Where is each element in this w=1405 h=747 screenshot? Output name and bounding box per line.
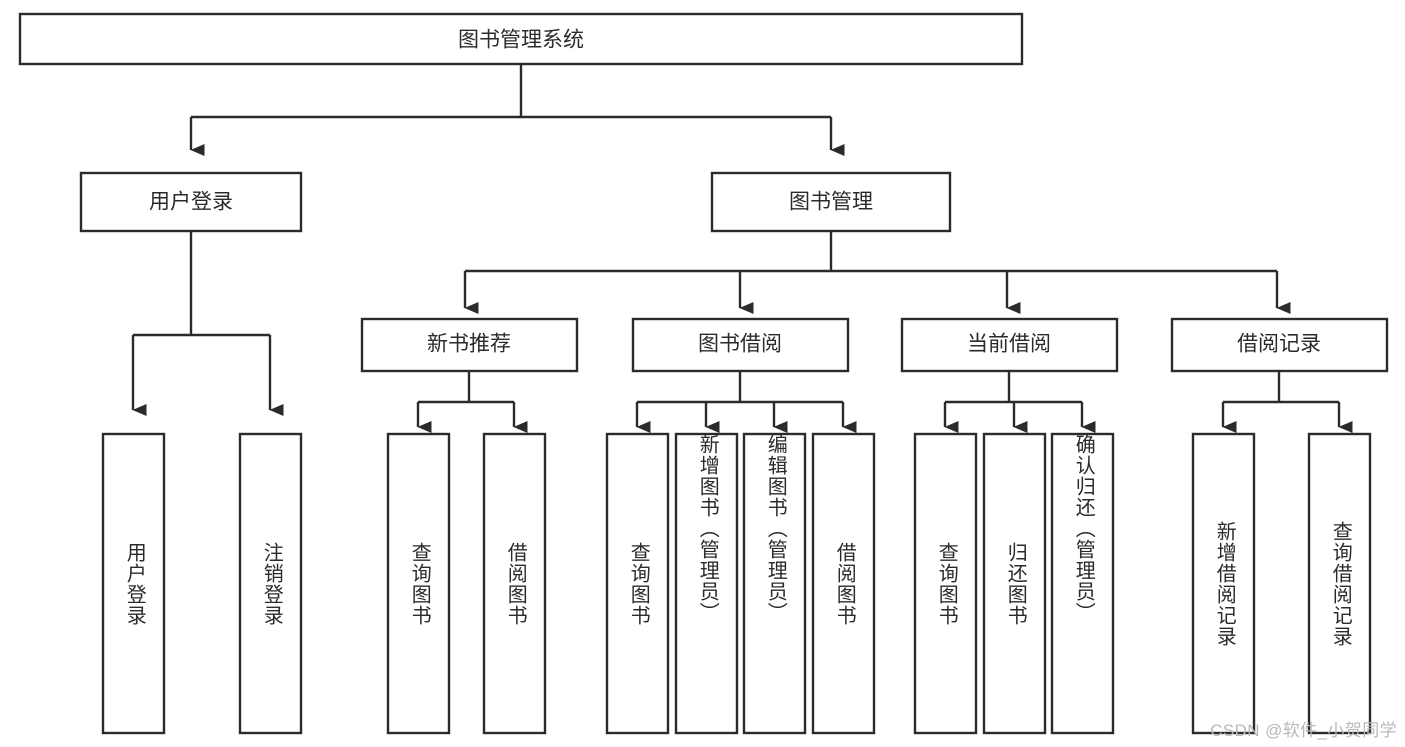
node-new-book-recommend-box[interactable] [360,317,579,373]
leaf-box-borrow-records-2[interactable] [1307,432,1372,735]
leaf-box-book-borrow-2[interactable] [674,432,739,735]
leaf-box-borrow-records-1[interactable] [1191,432,1256,735]
leaf-box-current-borrow-2[interactable] [982,432,1047,735]
csdn-watermark: CSDN @软件_小贺同学 [1210,721,1397,740]
node-borrow-records-label: 借阅记录 [1237,333,1321,356]
node-current-borrow-box[interactable] [900,317,1119,373]
leaf-box-book-borrow-1[interactable] [605,432,670,735]
node-root-label: 图书管理系统 [458,29,584,52]
node-borrow-records-box[interactable] [1170,317,1389,373]
leaf-box-new-book-2[interactable] [482,432,547,735]
node-book-borrow-label: 图书借阅 [698,333,782,356]
leaf-box-new-book-1[interactable] [386,432,451,735]
leaf-box-current-borrow-1[interactable] [913,432,978,735]
node-book-borrow-box[interactable] [631,317,850,373]
node-book-manage-box[interactable] [710,171,952,233]
node-current-borrow-label: 当前借阅 [967,333,1051,356]
node-book-manage-label: 图书管理 [789,191,873,214]
leaf-box-book-borrow-3[interactable] [742,432,807,735]
leaf-box-user-login-2[interactable] [238,432,303,735]
leaf-box-current-borrow-3[interactable] [1050,432,1115,735]
leaf-box-user-login-1[interactable] [101,432,166,735]
node-new-book-recommend-label: 新书推荐 [427,333,511,356]
leaf-box-book-borrow-4[interactable] [811,432,876,735]
node-user-login-label: 用户登录 [149,191,233,214]
node-root-box[interactable] [18,12,1024,66]
